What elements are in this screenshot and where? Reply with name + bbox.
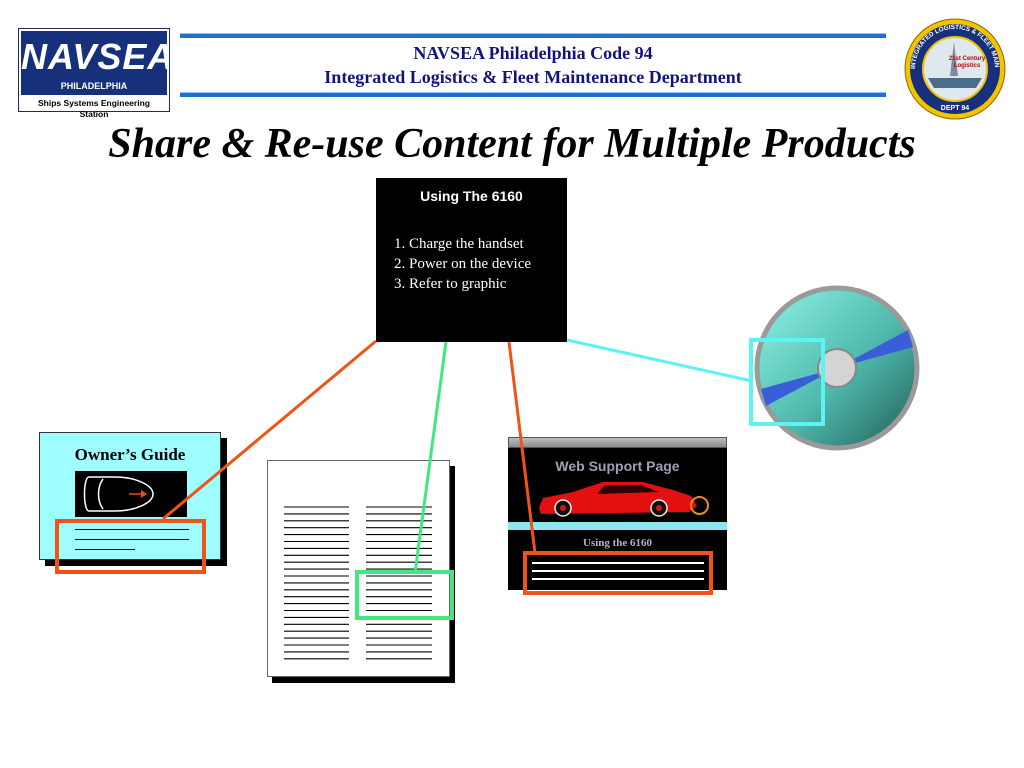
web-support-page: Web Support Page Using the 6160	[508, 448, 727, 590]
connector-cd-rom	[566, 338, 753, 383]
source-steps: 1. Charge the handset 2. Power on the de…	[394, 234, 531, 294]
navsea-subtitle: PHILADELPHIA	[60, 81, 128, 91]
guide-text-line	[75, 539, 189, 540]
highlight-frame-owners-guide	[55, 519, 206, 574]
header-rule-bottom	[180, 92, 886, 97]
handset-outline-icon	[83, 476, 154, 512]
owners-guide-title: Owner’s Guide	[74, 445, 186, 464]
connector-web-page	[507, 341, 537, 554]
guide-text-line	[75, 549, 135, 550]
connector-owners-guide	[162, 339, 377, 521]
connector-manual-page	[413, 341, 448, 574]
department-seal: INTEGRATED LOGISTICS & FLEET MAINTENANCE…	[904, 18, 1006, 120]
web-text-line	[532, 562, 704, 564]
highlight-frame-web-page	[523, 551, 713, 595]
org-line-2: Integrated Logistics & Fleet Maintenance…	[324, 67, 742, 87]
navsea-wordmark: NAVSEA	[21, 36, 167, 77]
web-page-caption: Using the 6160	[582, 537, 653, 549]
org-line-1: NAVSEA Philadelphia Code 94	[413, 43, 653, 63]
cd-rom-icon	[754, 285, 920, 451]
navsea-logo-badge: NAVSEA PHILADELPHIA	[21, 31, 167, 95]
highlight-ring-icon	[690, 496, 709, 515]
source-heading: Using The 6160	[420, 188, 523, 204]
manual-left-column	[284, 506, 349, 660]
navsea-logo: NAVSEA PHILADELPHIA Ships Systems Engine…	[18, 28, 170, 119]
guide-text-line	[75, 529, 189, 530]
source-step-2: 2. Power on the device	[394, 256, 532, 272]
seal-bottom-text: DEPT 94	[941, 105, 970, 112]
slide-title: Share & Re-use Content for Multiple Prod…	[108, 121, 916, 167]
sports-car-icon	[539, 482, 697, 517]
web-page-title: Web Support Page	[555, 458, 680, 474]
browser-title-bar	[508, 437, 727, 448]
navsea-station-label: Ships Systems Engineering Station	[38, 98, 150, 119]
source-content-box: Using The 6160 1. Charge the handset 2. …	[376, 178, 567, 342]
web-text-line	[532, 570, 704, 572]
source-step-1: 1. Charge the handset	[394, 236, 524, 252]
header-rule-top	[180, 33, 886, 38]
web-text-line	[532, 578, 704, 580]
highlight-frame-manual-page	[355, 570, 454, 620]
seal-center-text-1: 21st Century	[949, 56, 986, 62]
highlight-frame-cd-rom	[749, 338, 825, 426]
source-step-3: 3. Refer to graphic	[394, 276, 507, 292]
seal-center-text-2: Logistics	[954, 63, 981, 69]
manual-page	[267, 460, 450, 677]
owners-guide-graphic	[75, 471, 187, 517]
web-page-band	[508, 522, 727, 530]
